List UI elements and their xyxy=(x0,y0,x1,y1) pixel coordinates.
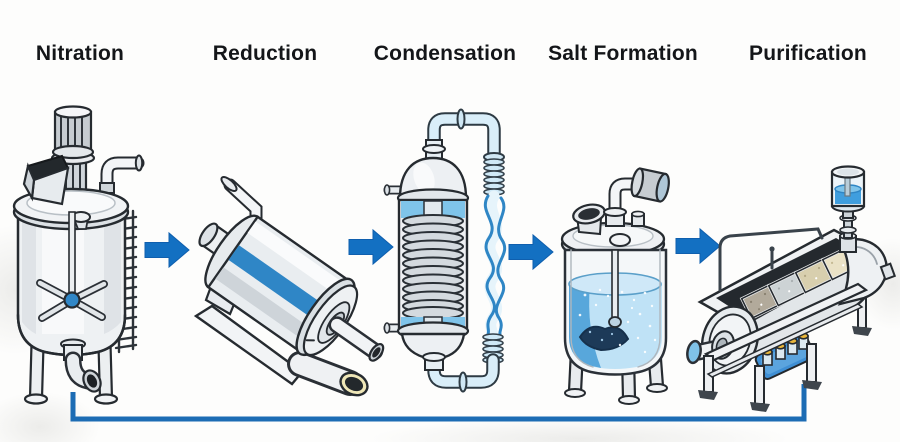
purification-machine-illustration xyxy=(686,165,897,412)
stage-label-salt-formation: Salt Formation xyxy=(548,42,698,65)
flow-arrow-3 xyxy=(508,233,554,271)
stage-label-reduction: Reduction xyxy=(212,42,318,65)
flow-arrow-4 xyxy=(675,227,721,265)
salt-formation-tank-illustration xyxy=(560,167,670,405)
stage-label-nitration: Nitration xyxy=(35,42,125,65)
stage-label-purification: Purification xyxy=(749,42,867,65)
reduction-drum-illustration xyxy=(193,175,385,397)
flow-arrow-1 xyxy=(144,231,190,269)
stage-label-condensation: Condensation xyxy=(373,42,517,65)
flow-arrow-2 xyxy=(348,228,394,266)
condensation-column-illustration xyxy=(383,108,507,393)
recycle-flow-line xyxy=(70,384,807,422)
nitration-reactor-illustration xyxy=(12,105,145,405)
